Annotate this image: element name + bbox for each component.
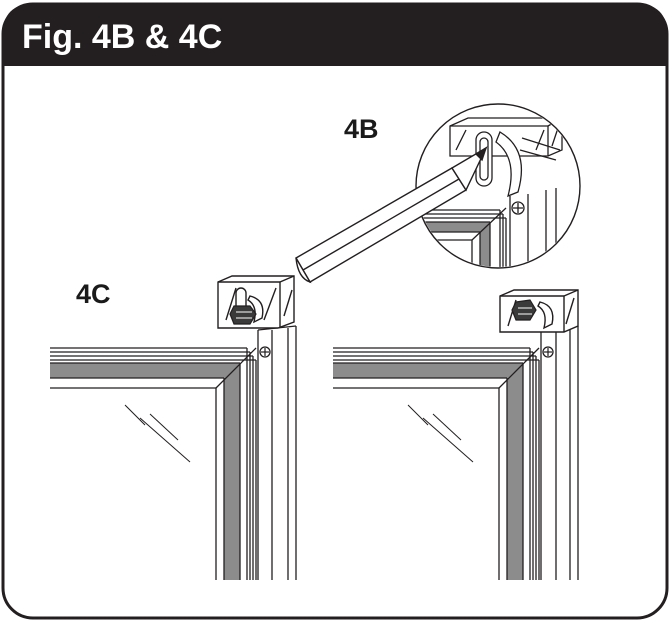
view-label-4c: 4C [76, 279, 111, 309]
screw-icon [259, 346, 271, 358]
detail-label-4b: 4B [344, 114, 379, 144]
left-clip-bracket [217, 275, 295, 329]
pencil-icon [295, 146, 488, 284]
detail-magnifier [415, 103, 581, 269]
right-clip-bracket [499, 289, 579, 333]
left-glass-reflection [124, 404, 191, 463]
right-glass-reflection [407, 404, 474, 463]
left-clip-key [229, 305, 257, 325]
left-window-frame [50, 325, 297, 580]
figure-title: Fig. 4B & 4C [22, 18, 222, 56]
screw-icon [542, 346, 554, 358]
right-clip-key [511, 299, 537, 321]
right-window-frame [333, 325, 579, 580]
